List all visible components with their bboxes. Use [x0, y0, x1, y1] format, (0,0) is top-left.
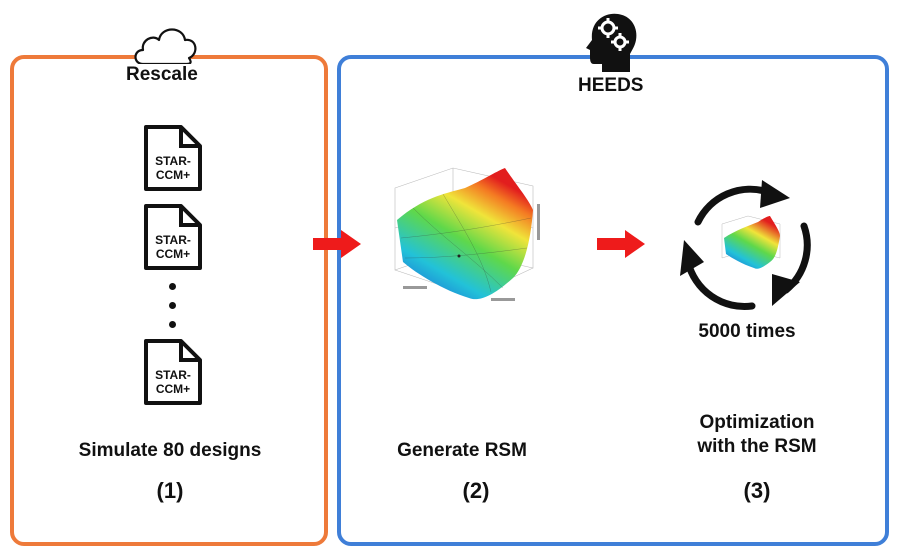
step-3-label-line2: with the RSM — [697, 436, 817, 457]
star-ccm-file-icon: STAR- CCM+ — [143, 124, 203, 192]
step-1-number: (1) — [156, 478, 184, 503]
arrow-right-icon — [597, 230, 645, 258]
loop-count-label: 5000 times — [698, 321, 796, 342]
star-ccm-file-icon: STAR- CCM+ — [143, 203, 203, 271]
file-label-line2: CCM+ — [155, 247, 191, 261]
file-label-line1: STAR- — [155, 368, 191, 382]
ellipsis-dot — [169, 283, 176, 290]
file-label-line1: STAR- — [155, 154, 191, 168]
arrow-right-icon — [313, 230, 361, 258]
head-gears-icon — [586, 13, 637, 72]
ellipsis-dot — [169, 302, 176, 309]
circular-arrows-icon — [680, 180, 811, 310]
cloud-icon — [134, 28, 197, 66]
step-3-label-line1: Optimization — [699, 412, 815, 433]
ellipsis-dot — [169, 321, 176, 328]
rsm-surface-thumbnail-image — [721, 215, 781, 269]
file-label-line2: CCM+ — [155, 168, 191, 182]
rescale-title: Rescale — [122, 64, 202, 86]
file-label-line1: STAR- — [155, 233, 191, 247]
step-2-label: Generate RSM — [397, 440, 527, 461]
heeds-title: HEEDS — [574, 75, 648, 97]
step-3-number: (3) — [743, 478, 771, 503]
step-2-number: (2) — [462, 478, 490, 503]
step-1-label: Simulate 80 designs — [78, 440, 262, 461]
star-ccm-file-icon: STAR- CCM+ — [143, 338, 203, 406]
rsm-surface-plot-image — [394, 167, 540, 301]
file-label-line2: CCM+ — [155, 382, 191, 396]
